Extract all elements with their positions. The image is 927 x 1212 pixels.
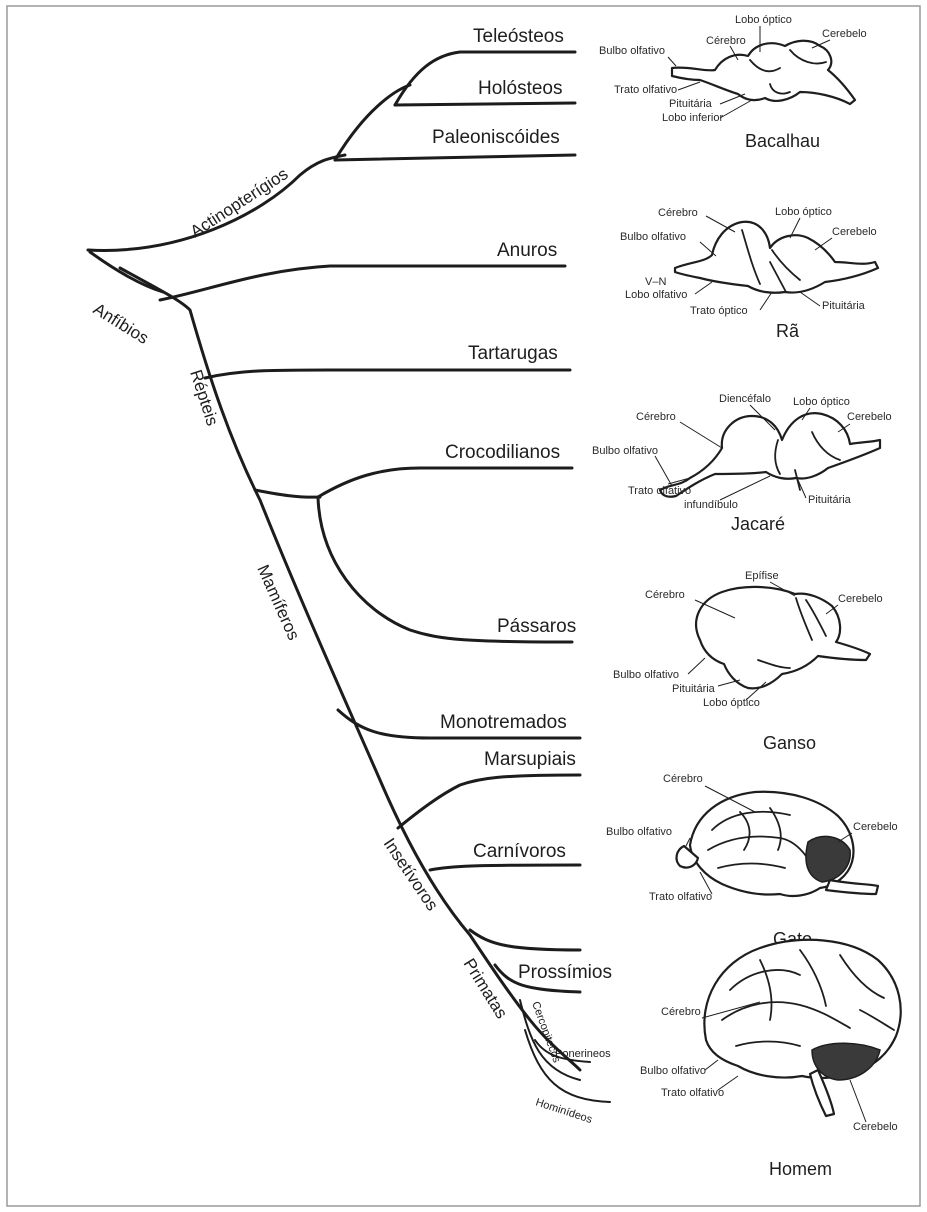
taxon-paleoniscoides: Paleoniscóides [432, 127, 560, 148]
gato-trato-olfativo: Trato olfativo [649, 891, 712, 903]
gato-brainstem [826, 880, 878, 894]
taxon-anuros: Anuros [497, 240, 557, 261]
bacalhau-trato-olfativo: Trato olfativo [614, 84, 677, 96]
gato-cerebelo: Cerebelo [853, 821, 898, 833]
animal-ganso: Ganso [763, 733, 816, 753]
branch-archosaur-stem [255, 490, 320, 497]
animal-ra: Rã [776, 321, 800, 341]
branch-hominideos [525, 1030, 610, 1102]
branch-crocodilianos [318, 468, 572, 497]
brain-jacare: Diencéfalo Lobo óptico Cérebro Cerebelo … [592, 393, 892, 534]
brain-bacalhau: Lobo óptico Cérebro Cerebelo Bulbo olfat… [599, 14, 867, 151]
branch-carnivoros [430, 865, 580, 870]
homem-cerebelo: Cerebelo [853, 1121, 898, 1133]
branch-marsupiais [398, 775, 580, 828]
homem-bulbo-olfativo: Bulbo olfativo [640, 1065, 706, 1077]
ganso-lobo-optico: Lobo óptico [703, 697, 760, 709]
jacare-diencefalo: Diencéfalo [719, 393, 771, 405]
phylogenetic-tree [88, 52, 610, 1102]
branch-primate-upper [470, 930, 580, 950]
group-actinopterigios: Actinopterígios [187, 164, 292, 241]
brain-gato: Cérebro Bulbo olfativo Cerebelo Trato ol… [606, 773, 898, 949]
ra-lobo-olfativo: Lobo olfativo [625, 289, 687, 301]
jacare-lobo-optico: Lobo óptico [793, 396, 850, 408]
ganso-bulbo-olfativo: Bulbo olfativo [613, 669, 679, 681]
ra-lobo-optico: Lobo óptico [775, 206, 832, 218]
jacare-pituitaria: Pituitária [808, 494, 852, 506]
taxon-teleosteos: Teleósteos [473, 26, 564, 47]
bacalhau-bulbo-olfativo: Bulbo olfativo [599, 45, 665, 57]
bacalhau-lobo-optico: Lobo óptico [735, 14, 792, 26]
ra-v-n: V–N [645, 276, 666, 288]
taxon-holosteos: Holósteos [478, 78, 563, 99]
bacalhau-cerebelo: Cerebelo [822, 28, 867, 40]
ra-cerebelo: Cerebelo [832, 226, 877, 238]
jacare-cerebelo: Cerebelo [847, 411, 892, 423]
taxon-crocodilianos: Crocodilianos [445, 442, 560, 463]
group-labels: Actinopterígios Anfíbios Répteis Mamífer… [90, 164, 511, 1022]
bacalhau-lobo-inferior: Lobo inferior [662, 112, 723, 124]
brain-homem: Cérebro Bulbo olfativo Trato olfativo Ce… [640, 940, 901, 1179]
group-primatas: Primatas [460, 955, 512, 1022]
gato-cerebro: Cérebro [663, 773, 703, 785]
taxon-marsupiais: Marsupiais [484, 749, 576, 770]
branch-tartarugas [205, 370, 570, 378]
ganso-epifise: Epífise [745, 570, 779, 582]
taxon-monotremados: Monotremados [440, 712, 567, 733]
taxon-ponerineos: Ponerineos [555, 1048, 611, 1060]
ra-pituitaria: Pituitária [822, 300, 866, 312]
taxon-prossimios: Prossímios [518, 962, 612, 983]
branch-anuros [160, 266, 565, 300]
ganso-pituitaria: Pituitária [672, 683, 716, 695]
jacare-infundibulo: infundíbulo [684, 499, 738, 511]
homem-cerebro: Cérebro [661, 1006, 701, 1018]
homem-trato-olfativo: Trato olfativo [661, 1087, 724, 1099]
taxon-tartarugas: Tartarugas [468, 343, 558, 364]
branch-tetrapod-stem [120, 268, 580, 1070]
group-anfibios: Anfíbios [90, 299, 152, 348]
taxon-hominideos: Hominídeos [534, 1096, 594, 1126]
ra-cerebro: Cérebro [658, 207, 698, 219]
jacare-cerebro: Cérebro [636, 411, 676, 423]
jacare-trato-olfativo: Trato olfativo [628, 485, 691, 497]
taxon-labels: Teleósteos Holósteos Paleoniscóides Anur… [432, 26, 612, 1126]
taxon-carnivoros: Carnívoros [473, 841, 566, 862]
jacare-bulbo-olfativo: Bulbo olfativo [592, 445, 658, 457]
animal-homem: Homem [769, 1159, 832, 1179]
bacalhau-pituitaria: Pituitária [669, 98, 713, 110]
taxon-passaros: Pássaros [497, 616, 576, 637]
animal-jacare: Jacaré [731, 514, 785, 534]
bacalhau-cerebro: Cérebro [706, 35, 746, 47]
ra-trato-optico: Trato óptico [690, 305, 748, 317]
ganso-cerebelo: Cerebelo [838, 593, 883, 605]
branch-paleoniscoides [335, 155, 575, 160]
animal-bacalhau: Bacalhau [745, 131, 820, 151]
group-mamiferos: Mamíferos [253, 562, 303, 643]
branch-actinopterigios-stem [88, 155, 345, 250]
ra-bulbo-olfativo: Bulbo olfativo [620, 231, 686, 243]
brain-ra: Cérebro Lobo óptico Bulbo olfativo Cereb… [620, 206, 878, 341]
bacalhau-brain-outline [672, 41, 855, 104]
brain-ganso: Epífise Cérebro Cerebelo Bulbo olfativo … [613, 570, 883, 753]
branch-holosteos [395, 103, 575, 105]
ganso-cerebro: Cérebro [645, 589, 685, 601]
gato-bulbo-olfativo: Bulbo olfativo [606, 826, 672, 838]
